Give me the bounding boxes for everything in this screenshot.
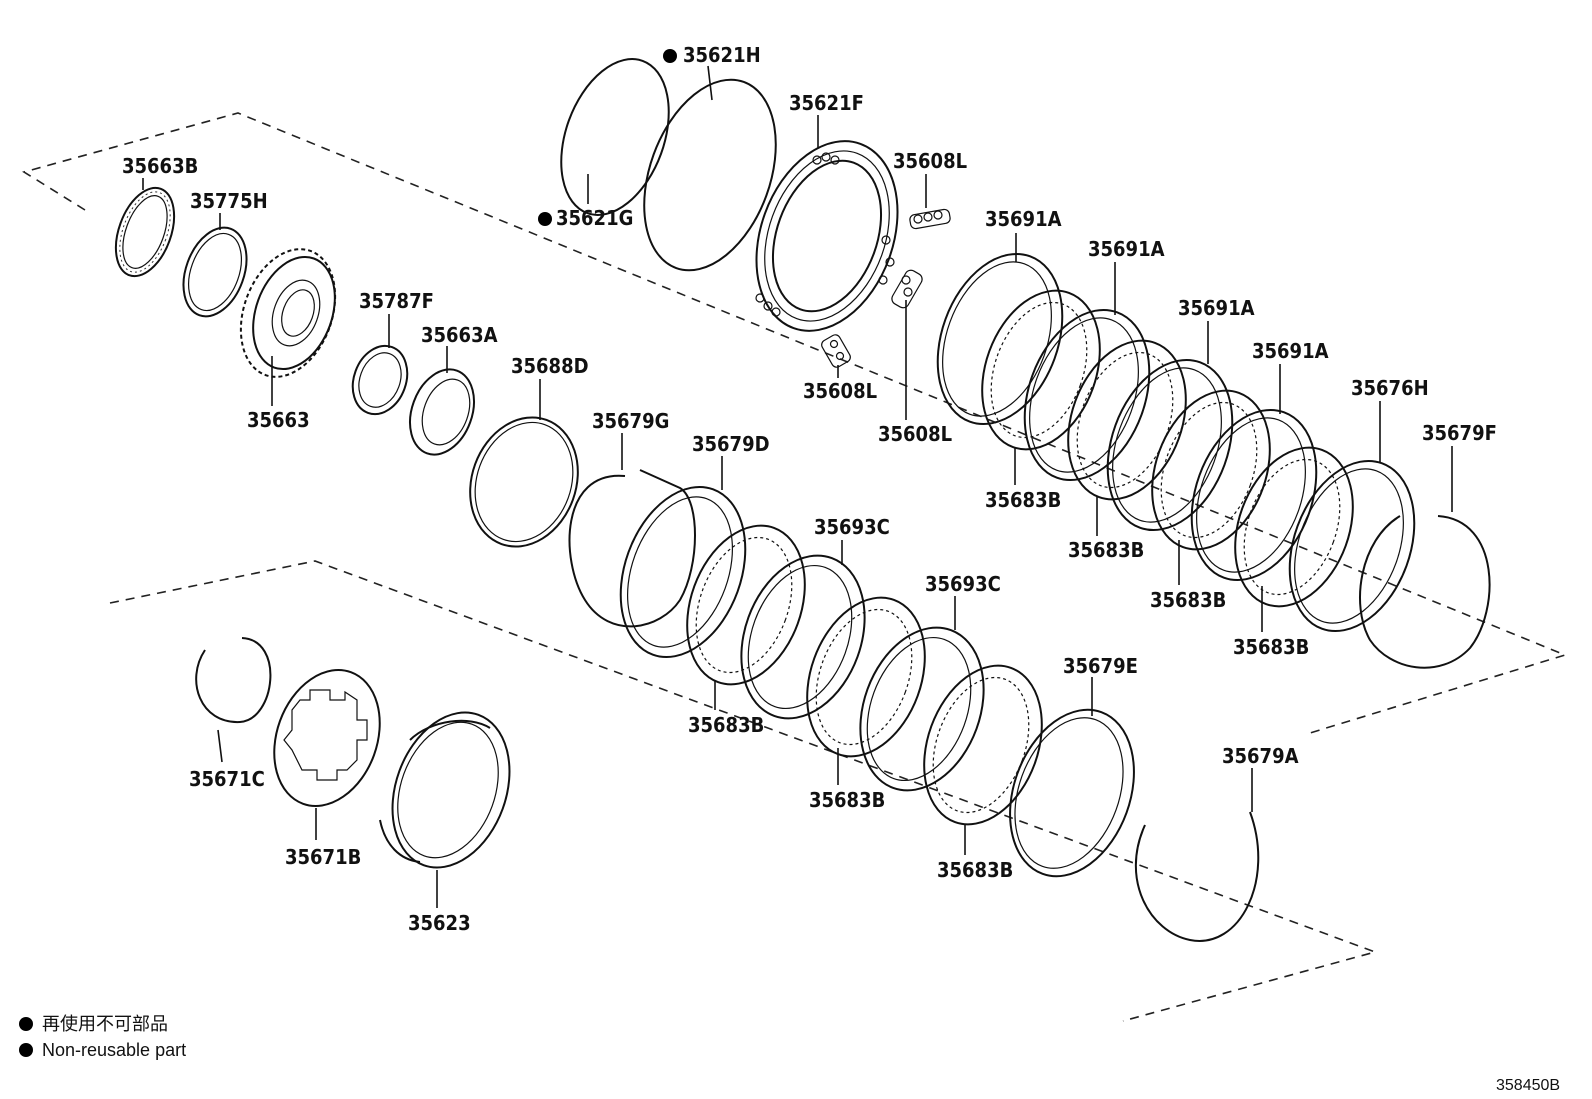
plate-35691A-2 <box>1023 308 1151 482</box>
snap-ring-35679A <box>1134 811 1260 942</box>
label-35663B: 35663B <box>122 154 198 178</box>
plate-35671B <box>273 669 381 807</box>
disc-35693C-lower-1 <box>740 554 866 720</box>
label-35621H: 35621H <box>683 43 761 67</box>
label-35608L-top: 35608L <box>893 149 967 173</box>
legend-en: Non-reusable part <box>42 1040 186 1060</box>
label-35671C: 35671C <box>189 767 265 791</box>
piston-35621F <box>755 140 899 332</box>
piston-35623 <box>379 711 511 869</box>
disc-35683B-upper-4 <box>1234 446 1354 608</box>
o-ring-35621H <box>643 78 777 272</box>
plate-35676H <box>1288 459 1416 633</box>
snap-ring-35671C <box>195 637 272 724</box>
label-35691A-2: 35691A <box>1088 237 1165 261</box>
label-35691A-3: 35691A <box>1178 296 1255 320</box>
o-ring-35621G <box>560 58 670 216</box>
label-35663A: 35663A <box>421 323 498 347</box>
label-35683B-upper-2: 35683B <box>1068 538 1144 562</box>
legend-bullet-en <box>19 1043 33 1057</box>
label-35679A: 35679A <box>1222 744 1299 768</box>
label-35683B-lower-3: 35683B <box>937 858 1013 882</box>
disc-35693C-lower-2 <box>859 626 985 792</box>
label-35621G: 35621G <box>556 206 633 230</box>
label-35623: 35623 <box>408 911 471 935</box>
legend-jp: 再使用不可部品 <box>42 1014 168 1034</box>
label-35679E: 35679E <box>1063 654 1138 678</box>
ring-35688D <box>469 416 579 548</box>
label-35621F: 35621F <box>789 91 864 115</box>
plate-35679E <box>1009 708 1135 878</box>
disc-35683B-upper-2 <box>1067 339 1187 501</box>
label-35683B-lower-2: 35683B <box>809 788 885 812</box>
disc-35683B-upper-3 <box>1151 389 1271 551</box>
upper-dashed-outline <box>22 112 1568 734</box>
label-35693C-1: 35693C <box>814 515 890 539</box>
label-35679F: 35679F <box>1422 421 1497 445</box>
spring-35608L-top <box>909 208 951 230</box>
label-35787F: 35787F <box>359 289 434 313</box>
label-35693C-2: 35693C <box>925 572 1001 596</box>
bearing-35663A <box>409 368 475 456</box>
plate-35691A-3 <box>1106 358 1234 532</box>
label-35679G: 35679G <box>592 409 669 433</box>
label-35688D: 35688D <box>511 354 589 378</box>
plate-35679D <box>619 485 747 659</box>
label-35671B: 35671B <box>285 845 361 869</box>
snap-ring-35679F <box>1359 515 1491 669</box>
label-35683B-upper-1: 35683B <box>985 488 1061 512</box>
label-35691A-4: 35691A <box>1252 339 1329 363</box>
plate-35691A-1 <box>936 252 1064 426</box>
label-35676H: 35676H <box>1351 376 1429 400</box>
bearing-35663B <box>114 186 176 278</box>
drum-35663 <box>239 248 337 378</box>
spring-35608L-mid <box>891 269 923 309</box>
label-35683B-lower-1: 35683B <box>688 713 764 737</box>
label-35683B-upper-4: 35683B <box>1233 635 1309 659</box>
disc-35683B-upper-1 <box>981 289 1101 451</box>
label-35608L-right: 35608L <box>878 422 952 446</box>
spring-35608L-bottom <box>821 334 851 368</box>
non-reusable-bullet-35621G <box>538 212 552 226</box>
legend-bullet-jp <box>19 1017 33 1031</box>
label-35663: 35663 <box>247 408 310 432</box>
washer-35775H <box>182 226 248 318</box>
washer-35787F <box>351 344 409 416</box>
label-35608L-bottom: 35608L <box>803 379 877 403</box>
lower-dashed-outline <box>109 560 1378 1022</box>
label-35683B-upper-3: 35683B <box>1150 588 1226 612</box>
non-reusable-bullet-35621H <box>663 49 677 63</box>
disc-35683B-lower-1 <box>686 524 806 686</box>
leader-lines <box>142 65 1453 908</box>
label-35691A-1: 35691A <box>985 207 1062 231</box>
label-35775H: 35775H <box>190 189 268 213</box>
label-35679D: 35679D <box>692 432 770 456</box>
document-id: 358450B <box>1496 1077 1560 1094</box>
